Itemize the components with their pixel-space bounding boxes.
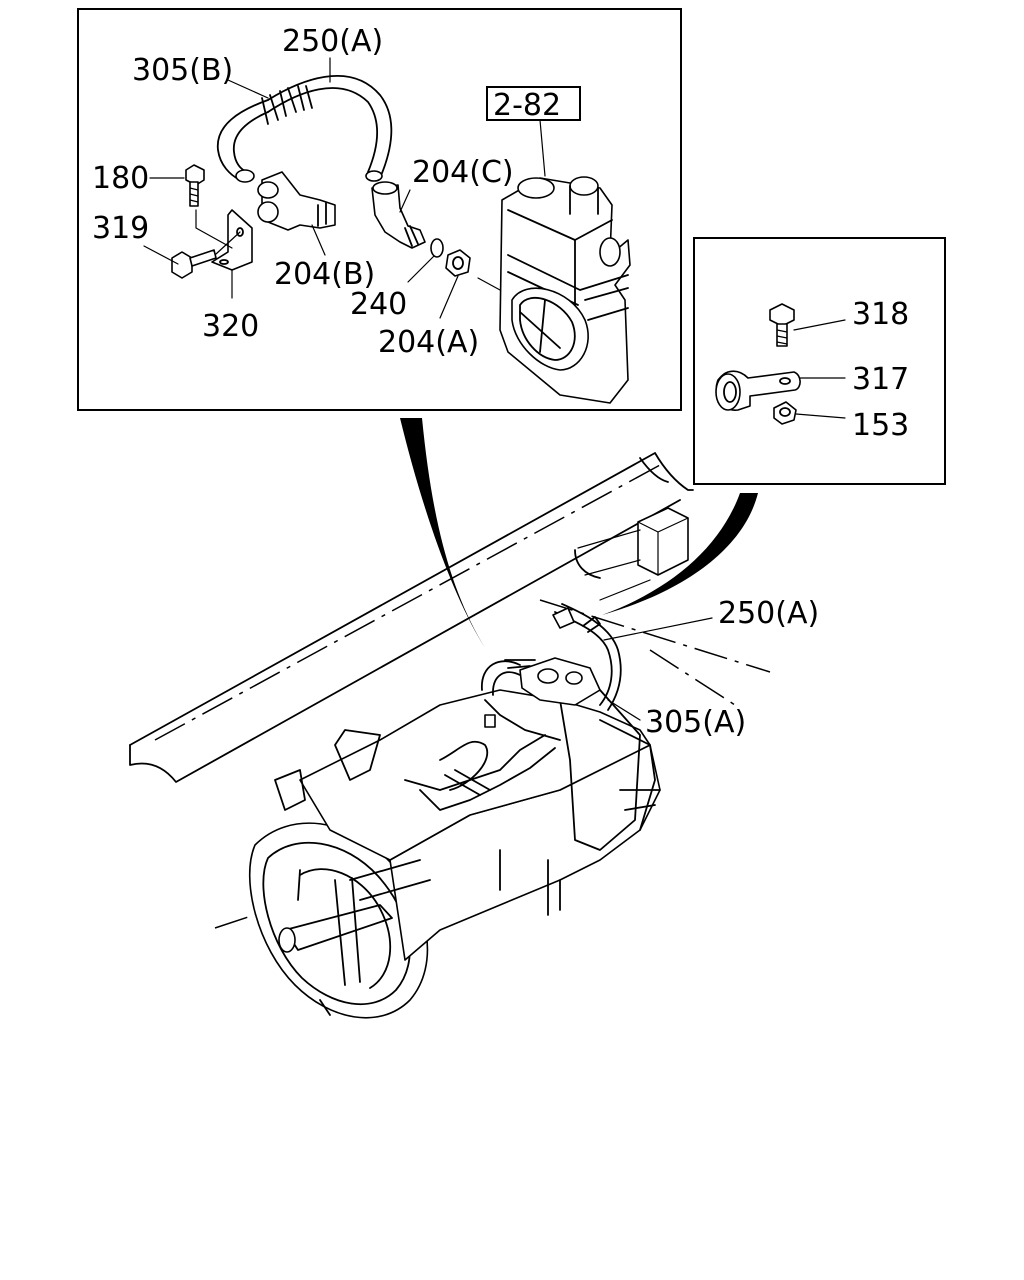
bolt-180	[185, 164, 205, 207]
label-180: 180	[92, 161, 149, 196]
leader-250a-main	[603, 617, 713, 641]
elbow-fitting-204c	[371, 181, 426, 249]
bolt-318	[769, 303, 795, 347]
clip-detail	[715, 303, 846, 425]
bell-housing	[248, 822, 429, 1019]
washer-240	[430, 238, 444, 258]
label-250a-main: 250(A)	[718, 596, 819, 631]
valve-detail	[171, 75, 631, 404]
valve-body	[499, 176, 631, 404]
detail-box-clip	[693, 237, 946, 485]
ref-box-2-82	[486, 86, 581, 121]
label-153: 153	[852, 408, 909, 443]
label-319: 319	[92, 211, 149, 246]
cross-member	[574, 507, 689, 601]
leader-305a	[607, 699, 641, 721]
label-204a: 204(A)	[378, 325, 479, 360]
label-2-82: 2-82	[493, 88, 561, 123]
main-assembly	[129, 452, 771, 1019]
callout-curve-right	[602, 493, 758, 615]
callout-curve-left	[400, 418, 485, 648]
leader-lines-detail	[143, 57, 546, 319]
label-305b: 305(B)	[132, 53, 233, 88]
label-240: 240	[350, 287, 407, 322]
clip-317	[715, 370, 801, 411]
frame-rail	[129, 452, 694, 783]
label-305a: 305(A)	[645, 705, 746, 740]
valve-assembly-installed	[481, 603, 622, 711]
bolt-319	[171, 249, 217, 279]
label-204c: 204(C)	[412, 155, 514, 190]
nut-204a	[445, 249, 471, 277]
nut-153	[773, 401, 797, 425]
label-250a-top: 250(A)	[282, 24, 383, 59]
label-204b: 204(B)	[274, 257, 375, 292]
tee-fitting-204b	[257, 171, 336, 231]
label-318: 318	[852, 297, 909, 332]
label-320: 320	[202, 309, 259, 344]
label-317: 317	[852, 362, 909, 397]
hose-250a-detail	[217, 75, 393, 183]
gearbox-body	[274, 689, 661, 961]
